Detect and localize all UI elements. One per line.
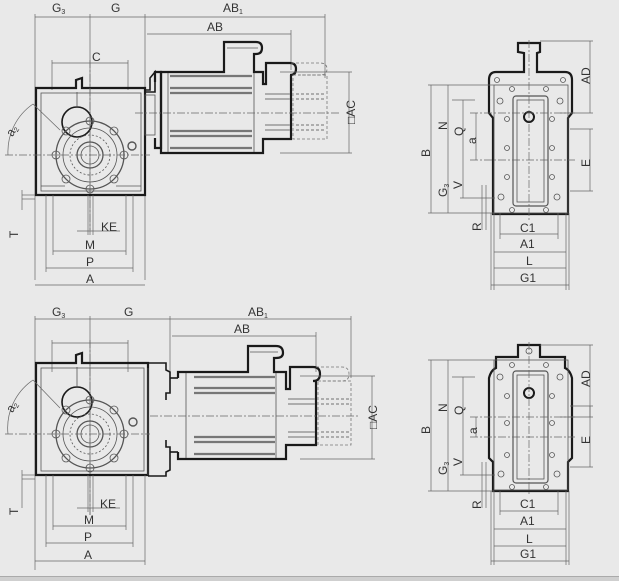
dim-l: L [526,254,533,268]
dim-q: Q [452,127,466,136]
dim-a2-b: a2 [3,398,21,415]
dim-n: N [436,121,450,130]
dim-t: T [7,230,21,238]
dim-a-b: A [84,548,92,562]
dim-g3-b: G3 [52,305,65,320]
dim-b-b: B [419,426,433,434]
dim-g1-b: G1 [520,547,536,561]
dim-v-b: V [451,458,465,466]
dim-ke-b: KE [100,497,116,511]
dim-e: E [579,159,593,167]
dim-a-small-b: a [466,427,480,434]
dim-ab-b: AB [234,322,250,336]
dim-ad-b: AD [579,370,593,387]
dim-p-b: P [84,530,92,544]
dim-a-small: a [465,137,479,144]
dim-e-b: E [579,436,593,444]
dim-ac-b: □AC [366,405,380,429]
dim-g: G [111,1,120,15]
dim-n-b: N [436,403,450,412]
dim-m: M [85,238,95,252]
top-side-view: G3 G AB1 AB C [3,1,358,286]
dim-g3-end-b: G3 [436,462,451,475]
dim-r: R [470,222,484,231]
dim-ac: □AC [344,100,358,124]
dim-v: V [451,181,465,189]
dim-a1: A1 [520,237,535,251]
dim-g3-end: G3 [436,184,451,197]
dim-c1: C1 [520,221,536,235]
table-edge [0,576,619,581]
dim-m-b: M [84,513,94,527]
dim-c: C [92,50,101,64]
dim-g1: G1 [520,271,536,285]
dim-r-b: R [470,500,484,509]
dim-a: A [86,272,94,286]
dim-p: P [86,255,94,269]
dim-b: B [419,149,433,157]
dim-g-b: G [124,305,133,319]
dim-q-b: Q [452,406,466,415]
dim-a1-b: A1 [520,514,535,528]
dim-g3: G3 [52,1,65,16]
dim-l-b: L [526,532,533,546]
dim-a2: a2 [3,122,21,139]
dim-ad: AD [579,67,593,84]
dim-c1-b: C1 [520,497,536,511]
top-end-view: B N Q a G3 V R AD E C1 A1 L [419,40,593,290]
dim-t-b: T [7,507,21,515]
dim-ke: KE [101,220,117,234]
dim-ab1-b: AB1 [248,305,268,320]
bottom-side-view: G3 G AB1 AB a2 [3,305,380,570]
dim-ab1: AB1 [223,1,243,16]
bottom-end-view: B N Q a G3 V R AD E C1 A1 L [419,342,593,565]
dim-ab: AB [207,20,223,34]
